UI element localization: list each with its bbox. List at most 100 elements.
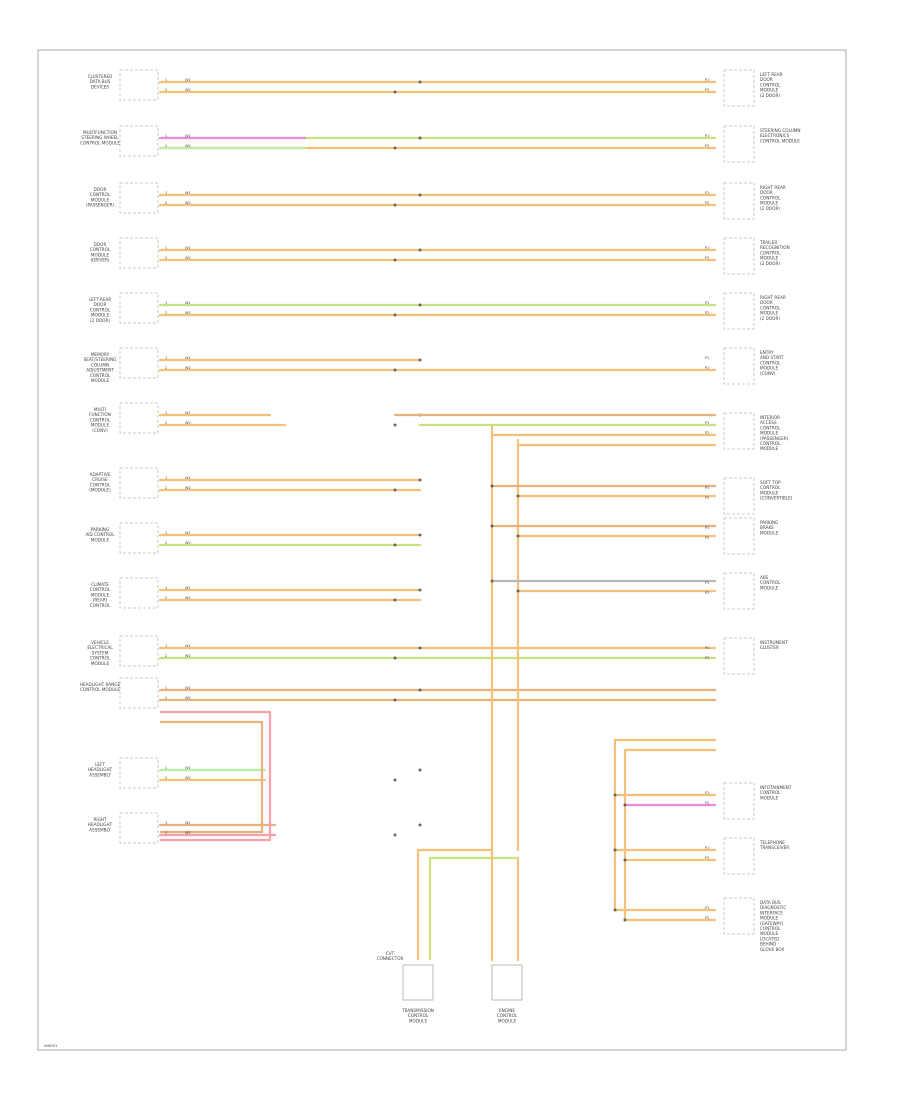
headlight-wire: [160, 710, 272, 842]
module-box-m12: [119, 677, 159, 709]
right-module-label-r6-line: MODULE: [760, 366, 779, 371]
module-label-m7-line: MODULE: [91, 423, 110, 428]
module-label-m1-line: DEVICES: [91, 84, 110, 89]
module-label-m6-line: CONTROL: [90, 373, 111, 378]
pin-number: 2: [165, 654, 167, 658]
splice-dot: [623, 803, 627, 807]
pin-number: 2: [165, 541, 167, 545]
right-module-label-r1-line: (2 DOOR): [760, 93, 780, 98]
bottom-module-label-b2-line: ENGINE: [499, 1008, 515, 1013]
right-module-label-r12-line: CONTROL: [760, 790, 781, 795]
right-module-label-r12-line: INFOTAINMENT: [760, 785, 792, 790]
module-label-m12-line: CONTROL MODULE: [80, 687, 120, 692]
wire-code: W2: [185, 201, 191, 205]
module-label-m14-line: HEADLIGHT: [88, 822, 113, 827]
module-label-m4-line: (DRIVER): [90, 258, 109, 263]
right-module-label-r12-line: MODULE: [760, 795, 779, 800]
wire-code: W2: [185, 654, 191, 658]
wire-code: W1: [185, 78, 191, 82]
pin-number: P2: [705, 496, 709, 500]
splice-dot: [418, 136, 422, 140]
right-module-label-r14-line: DATA BUS: [760, 900, 781, 905]
module-box-m4: [119, 237, 159, 269]
pin-number: 2: [165, 256, 167, 260]
splice-dot: [613, 793, 617, 797]
wire-code: W2: [185, 256, 191, 260]
module-box-m11: [119, 635, 159, 667]
pin-number: 1: [165, 134, 167, 138]
right-module-label-r1-line: CONTROL: [760, 82, 781, 87]
pin-number: 2: [165, 596, 167, 600]
splice-dot: [418, 688, 422, 692]
bottom-module-label-b2-line: MODULE: [498, 1018, 517, 1023]
splice-dot: [613, 908, 617, 912]
wire-code: W2: [185, 311, 191, 315]
splice-dot: [418, 80, 422, 84]
wire-code: W1: [185, 644, 191, 648]
splice-dot: [393, 313, 397, 317]
right-module-label-r10-line: MODULE: [760, 585, 779, 590]
right-module-label-r11-line: CLUSTER: [760, 645, 779, 650]
module-box-m6: [119, 347, 159, 379]
right-module-label-r6-line: CONTROL: [760, 360, 781, 365]
right-module-label-r2-line: ELECTRONICS: [760, 133, 790, 138]
right-module-label-r7-line: CONTROL: [760, 425, 781, 430]
module-label-m1-line: CLUSTERED: [88, 74, 113, 79]
right-module-label-r10-line: CONTROL: [760, 580, 781, 585]
pin-number: P1: [705, 78, 709, 82]
pin-number: 2: [165, 366, 167, 370]
splice-dot: [613, 848, 617, 852]
pin-number: 2: [165, 486, 167, 490]
pin-number: 2: [165, 201, 167, 205]
right-module-label-r14-line: DIAGNOSTIC: [760, 905, 786, 910]
right-module-box-r2: [723, 125, 755, 163]
right-module-box-r14: [723, 897, 755, 935]
wire-code: W1: [185, 191, 191, 195]
splice-dot: [393, 656, 397, 660]
right-module-label-r5-line: (2 DOOR): [760, 316, 780, 321]
module-label-m4-line: MODULE: [91, 252, 110, 257]
pin-number: 2: [165, 311, 167, 315]
wire-code: W2: [185, 831, 191, 835]
module-label-m10-line: CONTROL: [90, 587, 111, 592]
module-label-m7-line: (CONV): [92, 428, 108, 433]
right-module-label-r3-line: CONTROL: [760, 195, 781, 200]
module-label-m10-line: (REAR): [93, 598, 108, 603]
splice-dot: [418, 588, 422, 592]
bottom-module-box-b1: [402, 964, 434, 1001]
right-module-label-r7-line: INTERIOR: [760, 415, 780, 420]
right-module-label-r6-line: AND START: [760, 355, 784, 360]
pin-number: P2: [705, 431, 709, 435]
bottom-branch-wire: [416, 848, 492, 960]
right-module-box-r12: [723, 782, 755, 820]
right-module-label-r5-line: DOOR: [760, 300, 773, 305]
splice-dot: [418, 823, 422, 827]
right-module-label-r11-line: INSTRUMENT: [760, 640, 788, 645]
right-module-label-r5-line: MODULE: [760, 311, 779, 316]
module-label-m9-line: PARKING: [91, 527, 109, 532]
module-box-layer: [119, 69, 755, 1001]
splice-dot: [418, 646, 422, 650]
right-module-box-r7: [723, 412, 755, 450]
wire-code: W2: [185, 144, 191, 148]
right-module-label-r9-line: PARKING: [760, 520, 778, 525]
right-module-label-r13-line: TELEPHONE: [759, 840, 785, 845]
splice-dot: [393, 543, 397, 547]
module-label-m11-line: MODULE: [91, 661, 110, 666]
wire-code: W1: [185, 586, 191, 590]
bottom-module-top-label-b1-line: CONNECTOR: [377, 956, 404, 961]
right-module-label-r5-line: CONTROL: [760, 305, 781, 310]
bottom-branch-wire: [428, 856, 518, 960]
module-label-m13-line: HEADLIGHT: [88, 767, 113, 772]
module-label-m2-line: STEERING WHEEL: [81, 135, 119, 140]
splice-dot: [393, 598, 397, 602]
